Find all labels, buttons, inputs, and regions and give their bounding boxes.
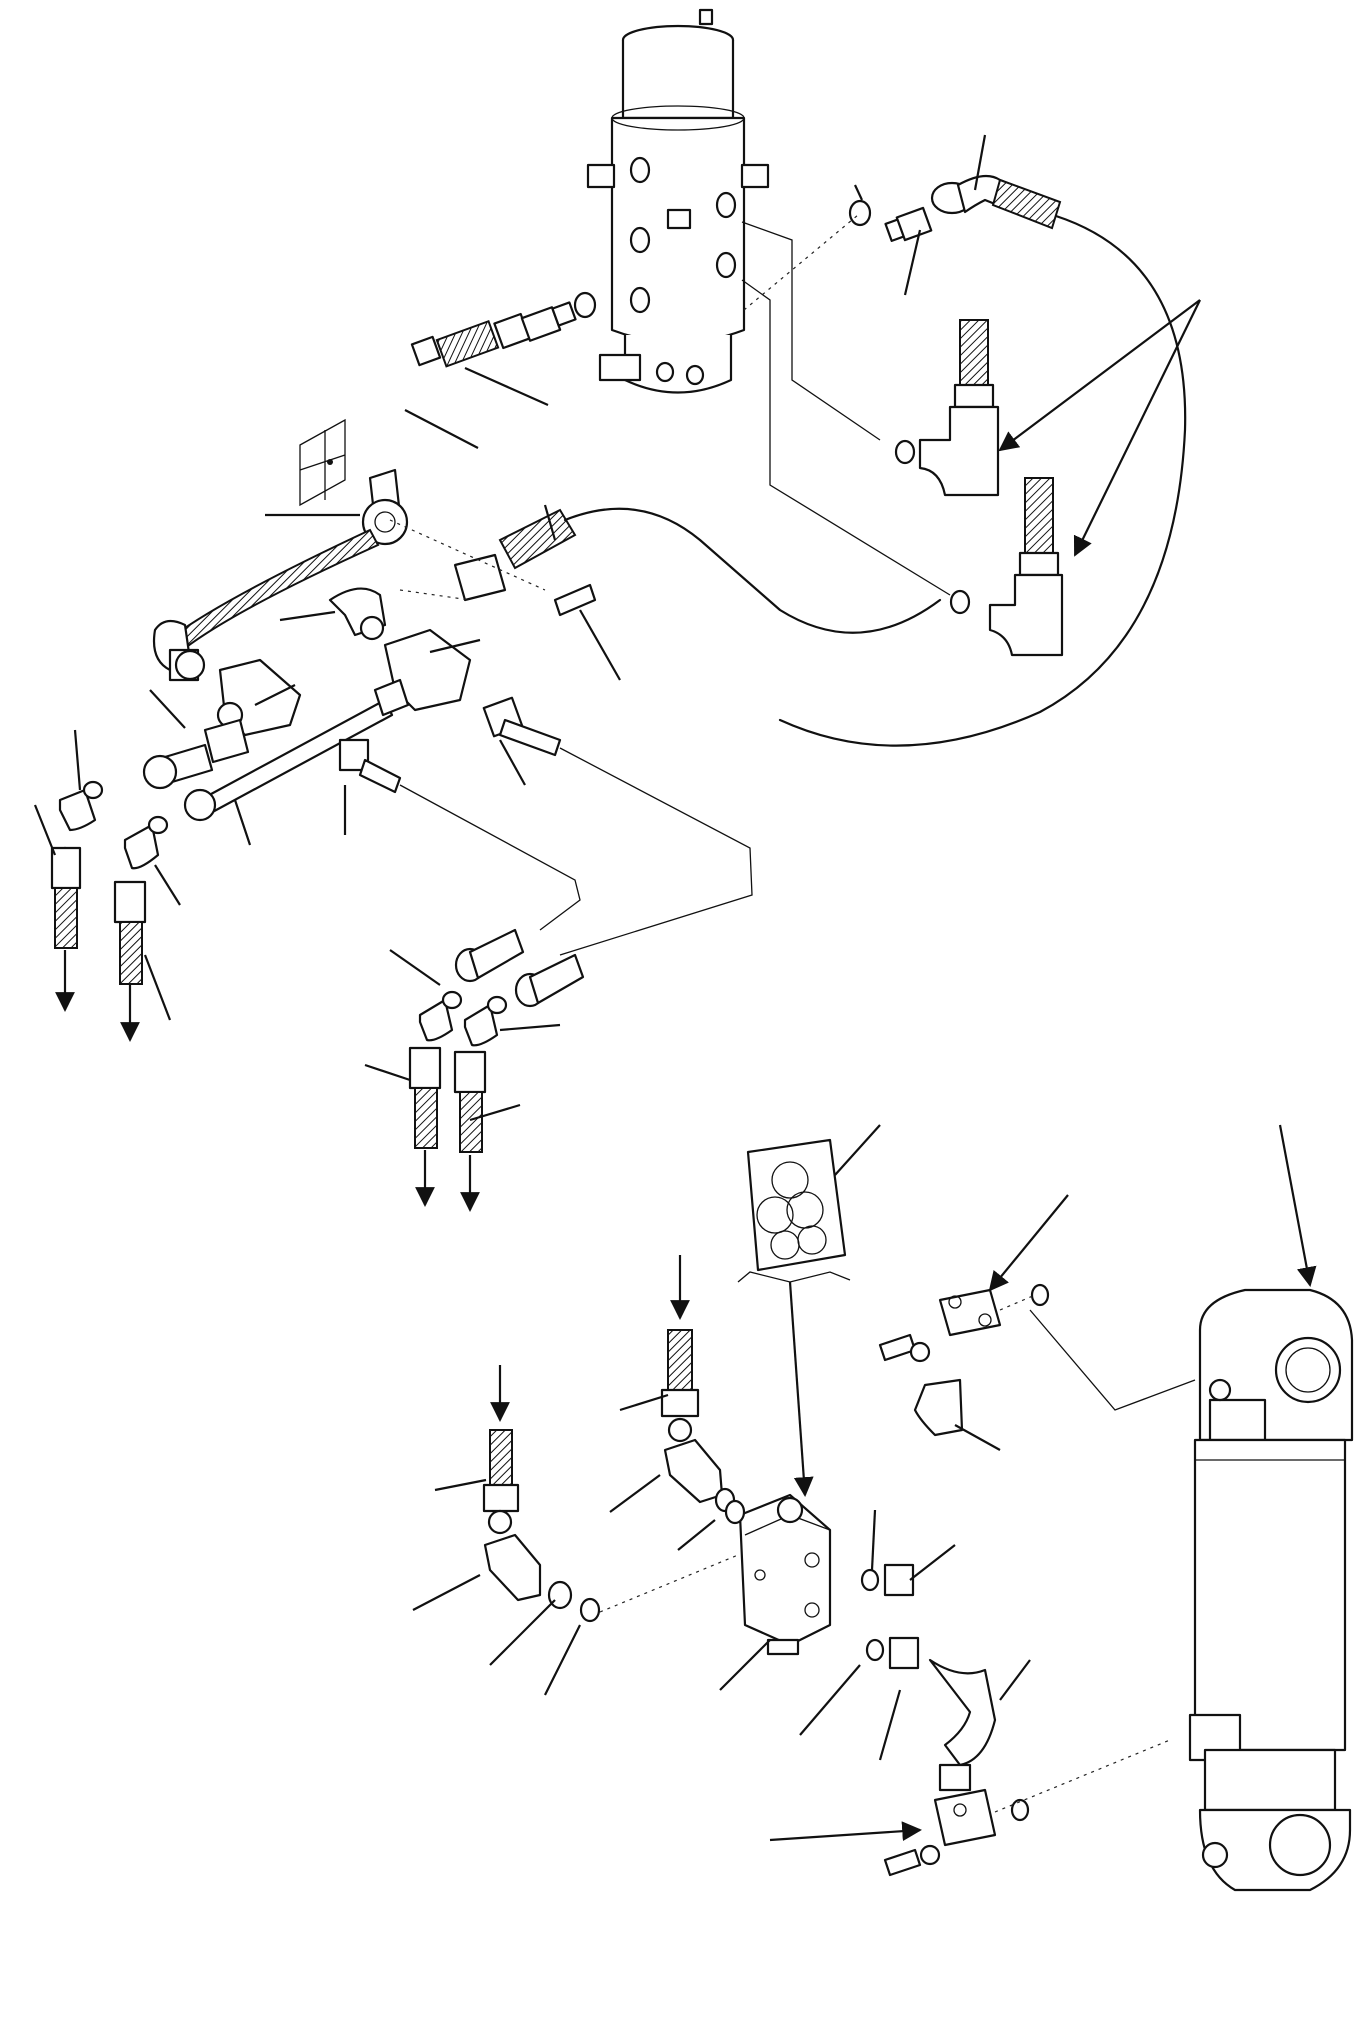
elbow-left-2 — [113, 815, 169, 1042]
lower-hose-top — [660, 1329, 746, 1525]
flange-upper — [878, 1283, 1050, 1437]
bracket-plate — [299, 418, 346, 507]
seal-kit-bag — [746, 1138, 847, 1272]
pipe-center-nipple — [338, 738, 581, 931]
elbow-center-1 — [408, 990, 463, 1207]
nipple-center-2 — [514, 953, 585, 1008]
elbow-center-2 — [453, 995, 508, 1212]
connector-hose-center — [410, 291, 597, 368]
oring-top-right — [848, 199, 872, 227]
pipe-long-diagonal — [183, 678, 410, 822]
elbow-right-upper — [894, 319, 1000, 497]
lower-hose-left — [482, 1429, 601, 1623]
elbow-top-center — [328, 587, 387, 641]
hose-top-right — [778, 174, 1187, 747]
flange-lower — [883, 1788, 1030, 1877]
hydraulic-cylinder — [1188, 1288, 1354, 1892]
valve-block — [738, 1493, 832, 1656]
bolt-small — [553, 583, 597, 617]
hose-center-long — [453, 507, 942, 634]
connector-top-right — [884, 206, 933, 242]
clamp-bracket — [361, 468, 409, 546]
swivel-joint — [586, 8, 770, 394]
elbow-right-lower — [949, 477, 1064, 657]
nipple-center-1 — [454, 928, 525, 983]
callout-leaders — [33, 134, 1201, 1761]
elbow-left-upper — [168, 648, 206, 682]
pipe-right-nipple — [482, 696, 753, 956]
lower-adapter-right — [860, 1563, 997, 1792]
elbow-left-1 — [50, 780, 104, 1012]
pipe-center-left — [142, 718, 250, 790]
